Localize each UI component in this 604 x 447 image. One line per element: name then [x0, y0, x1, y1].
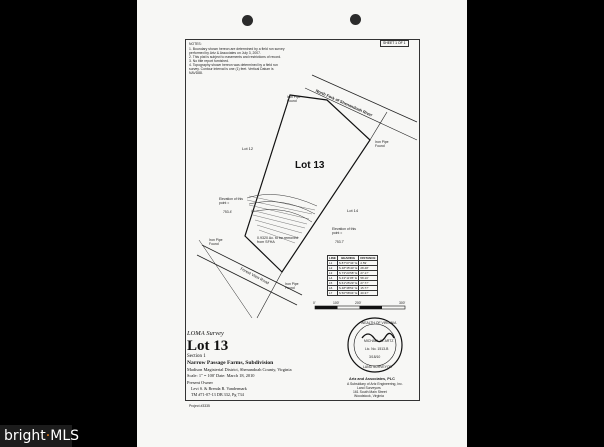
seal-top-text: WEALTH OF VIRGINIA [361, 321, 397, 325]
sheet-number: SHEET 1 OF 1 [380, 40, 409, 47]
cell-distance: 40.37' [358, 290, 378, 296]
company-name: Artz and Associates, PLC [349, 377, 395, 381]
iron-pipe-label: Iron Pipe Found [209, 238, 223, 247]
seal-date: 3/18/10 [369, 355, 381, 359]
loma-title: LOMA Survey [187, 330, 224, 337]
note-line: NAVD88. [189, 71, 203, 75]
lot-title: Lot 13 [187, 338, 229, 354]
company-line: Land Surveyors [357, 386, 381, 390]
iron-pipe-label: Iron Pipe Found [285, 282, 299, 291]
district-line: Madison Magisterial District, Shenandoah… [187, 367, 292, 372]
lot-13-label: Lot 13 [295, 160, 325, 171]
lot-12-label: Lot 12 [242, 146, 254, 151]
scale-tick-label: 100' [333, 301, 340, 305]
owner-name: Levi S. & Brenda R. Vandermark [191, 386, 247, 391]
scale-bar [314, 305, 406, 310]
seal-name: MICHAEL W. ARTZ [364, 339, 394, 343]
company-line: Woodstock, Virginia [354, 394, 384, 398]
plat-drawing [196, 74, 418, 373]
binder-hole-right [350, 14, 361, 25]
line-table-header: LINE BEARING DISTANCE [327, 255, 378, 261]
owner-heading: Present Owner [187, 380, 213, 385]
notes-heading: NOTES: [189, 42, 202, 46]
watermark-dot: · [45, 428, 51, 444]
note-line: performed by Artz & Associates on July 3… [189, 51, 261, 55]
lot-14-label: Lot 14 [347, 208, 359, 213]
note-line: survey. Contour interval is one (1) feet… [189, 67, 274, 71]
cell-bearing: S 73°24'58" E [336, 270, 360, 276]
scale-tick-label: 300' [399, 301, 406, 305]
col-distance: DISTANCE [358, 255, 378, 261]
scale-date-line: Scale: 1" = 100' Date: March 18, 2010 [187, 373, 255, 378]
cell-bearing: S 61°25'29" E [336, 280, 360, 286]
company-line: A Subsidiary of Artz Engineering, Inc. [347, 382, 403, 386]
section-line: Section 1 [187, 354, 206, 359]
project-number: Project #3335 [189, 404, 210, 408]
watermark-left: bright [4, 428, 46, 444]
brightmls-watermark: bright·MLS [0, 425, 79, 447]
plat-frame [185, 39, 420, 401]
scale-tick-label: 200' [355, 301, 362, 305]
tax-map-line: TM #71-07-13 DB 332, Pg 734 [191, 392, 244, 397]
plat-document-page: SHEET 1 OF 1 NOTES: 1. Boundary shown he… [137, 0, 467, 447]
surveyor-seal [347, 317, 403, 373]
cell-bearing: S 50°58'04" E [336, 290, 360, 296]
cell-bearing: S 43°11'05" E [336, 275, 360, 281]
binder-hole-left [242, 15, 253, 26]
elevation-left-value: 753.4' [223, 210, 233, 214]
seal-license: Lic. No. 1513-B [365, 347, 389, 351]
note-line: 1. Boundary shown hereon are determined … [189, 47, 285, 51]
elevation-right-value: 753.7' [335, 240, 345, 244]
iron-pipe-label: Iron Pipe Found [287, 95, 301, 104]
subdivision-line: Narrow Passage Farms, Subdivision [187, 360, 274, 366]
iron-pipe-label: Iron Pipe Found [375, 140, 389, 149]
note-line: 4. Topography shown hereon was determine… [189, 63, 278, 67]
cell-line: L7 [327, 290, 338, 296]
watermark-right: MLS [50, 428, 79, 444]
cell-bearing: S 48°35'40" E [336, 265, 360, 271]
elevation-left-label: Elevation of this point = [219, 197, 243, 206]
note-line: 2. This plat is subject to easements and… [189, 55, 282, 59]
cell-bearing: S 87°07'34" E [336, 260, 360, 266]
scale-tick-label: 0' [313, 301, 316, 305]
seal-bottom-text: LAND SURVEYOR [363, 365, 392, 369]
note-line: 3. No title report furnished. [189, 59, 229, 63]
cell-bearing: S 48°38'51" E [336, 285, 360, 291]
company-line: 161 South Main Street [353, 390, 387, 394]
elevation-right-label: Elevation of this point = [332, 227, 356, 236]
area-label: 0.9320 Ac. to be removed from SFHA [257, 236, 298, 245]
